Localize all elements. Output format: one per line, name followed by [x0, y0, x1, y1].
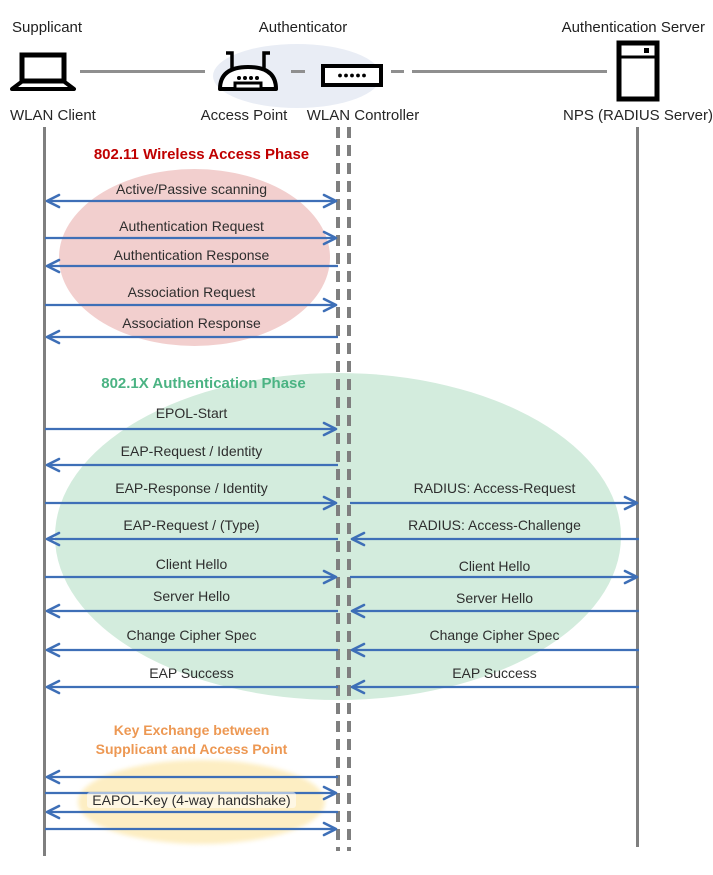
message-arrow-left — [45, 768, 338, 786]
message-label: Server Hello — [152, 588, 231, 604]
message-arrow-left — [350, 678, 639, 696]
message-arrow-left — [45, 641, 338, 659]
laptop-icon — [8, 52, 76, 94]
message-label: EAP-Response / Identity — [115, 480, 268, 496]
phase1-title: 802.11 Wireless Access Phase — [93, 146, 310, 163]
wlan-controller-icon — [321, 64, 383, 87]
message-label: EAP-Request / Identity — [120, 443, 263, 459]
message-arrow-right — [45, 296, 338, 314]
message-label: RADIUS: Access-Request — [413, 480, 576, 496]
message-arrow-right — [45, 494, 338, 512]
message-arrow-left — [350, 602, 639, 620]
access-point-icon — [216, 46, 280, 94]
lifeline-wlan-client — [43, 127, 46, 856]
message-arrow-right — [350, 568, 639, 586]
message-label: EPOL-Start — [155, 405, 228, 421]
message-arrow-both — [45, 192, 338, 210]
server-icon — [616, 40, 660, 102]
message-arrow-left — [45, 257, 338, 275]
message-label: Active/Passive scanning — [116, 181, 267, 197]
message-arrow-right — [45, 229, 338, 247]
actor-role-authenticator: Authenticator — [258, 19, 348, 36]
actor-role-supplicant: Supplicant — [12, 19, 83, 36]
message-arrow-left — [45, 328, 338, 346]
message-arrow-left — [45, 678, 338, 696]
message-arrow-left — [350, 641, 639, 659]
connector-line — [291, 70, 305, 73]
message-label: Authentication Request — [119, 218, 264, 234]
message-arrow-left — [45, 803, 338, 821]
message-arrow-right — [45, 568, 338, 586]
message-label: Change Cipher Spec — [126, 627, 257, 643]
message-label: EAP-Request / (Type) — [123, 517, 260, 533]
message-label: RADIUS: Access-Challenge — [408, 517, 581, 533]
message-label: Client Hello — [458, 558, 531, 574]
message-arrow-left — [350, 530, 639, 548]
phase3-title: Key Exchange between Supplicant and Acce… — [95, 722, 288, 757]
device-label-nps-radius-server: NPS (RADIUS Server) — [562, 107, 713, 124]
message-arrow-left — [45, 602, 338, 620]
message-arrow-left — [45, 530, 338, 548]
lifeline-authenticator-dashed-left — [336, 127, 340, 851]
message-label: Association Response — [122, 315, 261, 331]
message-label: Authentication Response — [113, 247, 270, 263]
device-label-wlan-client: WLAN Client — [10, 107, 96, 124]
phase1-ellipse — [59, 169, 330, 346]
connector-line — [412, 70, 607, 73]
lifeline-authenticator-dashed-right — [347, 127, 351, 851]
message-label: Change Cipher Spec — [429, 627, 560, 643]
message-label: Association Request — [127, 284, 256, 300]
message-arrow-right — [45, 820, 338, 838]
message-arrow-right — [350, 494, 639, 512]
message-label: EAP Success — [149, 665, 234, 681]
device-label-access-point: Access Point — [200, 107, 288, 124]
message-label: Client Hello — [155, 556, 228, 572]
connector-line — [391, 70, 404, 73]
phase2-title: 802.1X Authentication Phase — [101, 375, 306, 392]
message-label: Server Hello — [455, 590, 534, 606]
message-label: EAP Success — [452, 665, 537, 681]
message-label: EAPOL-Key (4-way handshake) — [45, 792, 338, 812]
connector-line — [80, 70, 205, 73]
message-arrow-left — [45, 456, 338, 474]
lifeline-radius-server — [636, 127, 639, 847]
device-label-wlan-controller: WLAN Controller — [306, 107, 420, 124]
actor-role-authentication-server: Authentication Server — [561, 19, 705, 36]
message-arrow-right — [45, 420, 338, 438]
